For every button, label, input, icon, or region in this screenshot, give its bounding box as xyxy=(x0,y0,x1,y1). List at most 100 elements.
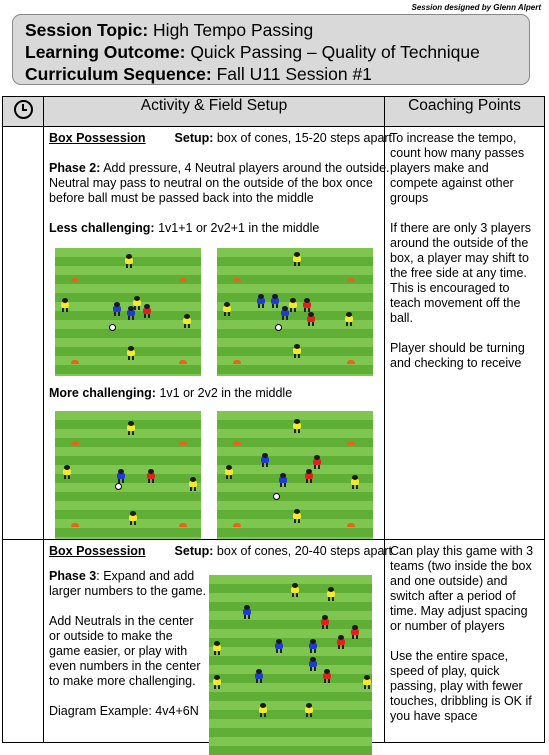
text-line: and checking to receive xyxy=(390,356,522,370)
coaching-column-header: Coaching Points xyxy=(384,96,545,127)
session-credit: Session designed by Glenn Alpert xyxy=(411,3,541,12)
field-diagram xyxy=(55,411,201,539)
outcome-line: Learning Outcome: Quick Passing – Qualit… xyxy=(25,41,529,63)
session-header: Session Topic: High Tempo Passing Learni… xyxy=(12,14,530,85)
topic-line: Session Topic: High Tempo Passing xyxy=(25,19,529,41)
text-line: teach movement off the xyxy=(390,296,521,310)
cone-icon xyxy=(233,523,241,527)
cone-icon xyxy=(347,441,355,445)
text-line: players make and xyxy=(390,161,489,175)
cone-icon xyxy=(179,360,187,364)
text-line: or number of players xyxy=(390,619,505,633)
text-line: Player should be turning xyxy=(390,341,525,355)
cone-icon xyxy=(71,278,79,282)
text-line: time. May adjust spacing xyxy=(390,604,528,618)
ball-icon xyxy=(275,324,282,331)
player-icon xyxy=(321,615,329,629)
text-line xyxy=(49,599,209,614)
coaching-cell-1: To increase the tempo,count how many pas… xyxy=(384,126,545,540)
player-icon xyxy=(293,252,301,266)
player-icon xyxy=(127,346,135,360)
field-diagram xyxy=(217,411,373,539)
cone-icon xyxy=(233,441,241,445)
player-icon xyxy=(309,657,317,671)
player-icon xyxy=(117,469,125,483)
text-line: groups xyxy=(390,191,429,205)
text-line: Diagram Example: 4v4+6N xyxy=(49,704,199,718)
phase3-label: Phase 3 xyxy=(49,569,97,583)
text-line: speed of play, quick xyxy=(390,664,500,678)
time-cell-2 xyxy=(2,539,44,743)
player-icon xyxy=(143,304,151,318)
text-line: or outside to make the xyxy=(49,629,173,643)
text-line: teams (two inside the box xyxy=(390,559,532,573)
player-icon xyxy=(213,641,221,655)
field-diagram xyxy=(55,248,201,376)
player-icon xyxy=(305,703,313,717)
time-column-header xyxy=(2,96,44,127)
cone-icon xyxy=(347,278,355,282)
time-cell-1 xyxy=(2,126,44,540)
setup-value: box of cones, 15-20 steps apart xyxy=(216,131,393,145)
player-icon xyxy=(275,639,283,653)
ball-icon xyxy=(109,324,116,331)
player-icon xyxy=(293,509,301,523)
ball-icon xyxy=(115,483,122,490)
text-line: Add Neutrals in the center xyxy=(49,614,194,628)
activity-title-line: Box Possession Setup: box of cones, 20-4… xyxy=(49,544,392,559)
sequence-label: Curriculum Sequence: xyxy=(25,64,212,84)
cone-icon xyxy=(179,278,187,282)
text-line: the free side at any time. xyxy=(390,266,527,280)
player-icon xyxy=(289,298,297,312)
player-icon xyxy=(225,465,233,479)
cone-icon xyxy=(179,523,187,527)
player-icon xyxy=(255,669,263,683)
player-icon xyxy=(337,635,345,649)
sequence-value: Fall U11 Session #1 xyxy=(216,64,372,84)
cone-icon xyxy=(179,441,187,445)
player-icon xyxy=(125,254,133,268)
player-icon xyxy=(313,455,321,469)
text-line: game easier, or play with xyxy=(49,644,188,658)
less-value: 1v1+1 or 2v2+1 in the middle xyxy=(158,221,320,235)
text-line: box, a player may shift to xyxy=(390,251,529,265)
text-line: This is encouraged to xyxy=(390,281,510,295)
player-icon xyxy=(133,296,141,310)
outcome-value: Quick Passing – Quality of Technique xyxy=(190,42,480,62)
player-icon xyxy=(351,625,359,639)
player-icon xyxy=(303,298,311,312)
topic-label: Session Topic: xyxy=(25,20,149,40)
activity-column-header: Activity & Field Setup xyxy=(43,96,385,127)
cone-icon xyxy=(233,278,241,282)
player-icon xyxy=(243,605,251,619)
text-line: compete against other xyxy=(390,176,514,190)
player-icon xyxy=(127,306,135,320)
cone-icon xyxy=(71,441,79,445)
activity-cell-2: Box Possession Setup: box of cones, 20-4… xyxy=(43,539,392,755)
player-icon xyxy=(147,469,155,483)
activity-row-2: Box Possession Setup: box of cones, 20-4… xyxy=(2,539,545,755)
player-icon xyxy=(63,465,71,479)
text-line xyxy=(390,206,540,221)
topic-value: High Tempo Passing xyxy=(153,20,314,40)
player-icon xyxy=(257,294,265,308)
text-line: even numbers in the center xyxy=(49,659,201,673)
clock-icon xyxy=(13,100,33,119)
field-diagram xyxy=(217,248,373,376)
player-icon xyxy=(279,473,287,487)
text-line: passing, play with fewer xyxy=(390,679,523,693)
phase-label: Phase 2: xyxy=(49,161,101,175)
more-diagrams xyxy=(55,411,380,539)
player-icon xyxy=(127,421,135,435)
phase-desc-2: before ball must be passed back into the… xyxy=(49,191,314,205)
player-icon xyxy=(223,302,231,316)
activity-row-1: Box Possession Setup: box of cones, 15-2… xyxy=(2,126,545,540)
more-challenging-line: More challenging: 1v1 or 2v2 in the midd… xyxy=(49,386,380,401)
table-header-row: Activity & Field Setup Coaching Points xyxy=(2,96,545,127)
field-diagram xyxy=(209,575,372,755)
cone-icon xyxy=(347,360,355,364)
less-diagrams xyxy=(55,248,380,376)
phase-desc-0: Add pressure, 4 Neutral players around t… xyxy=(103,161,390,175)
ball-icon xyxy=(273,493,280,500)
